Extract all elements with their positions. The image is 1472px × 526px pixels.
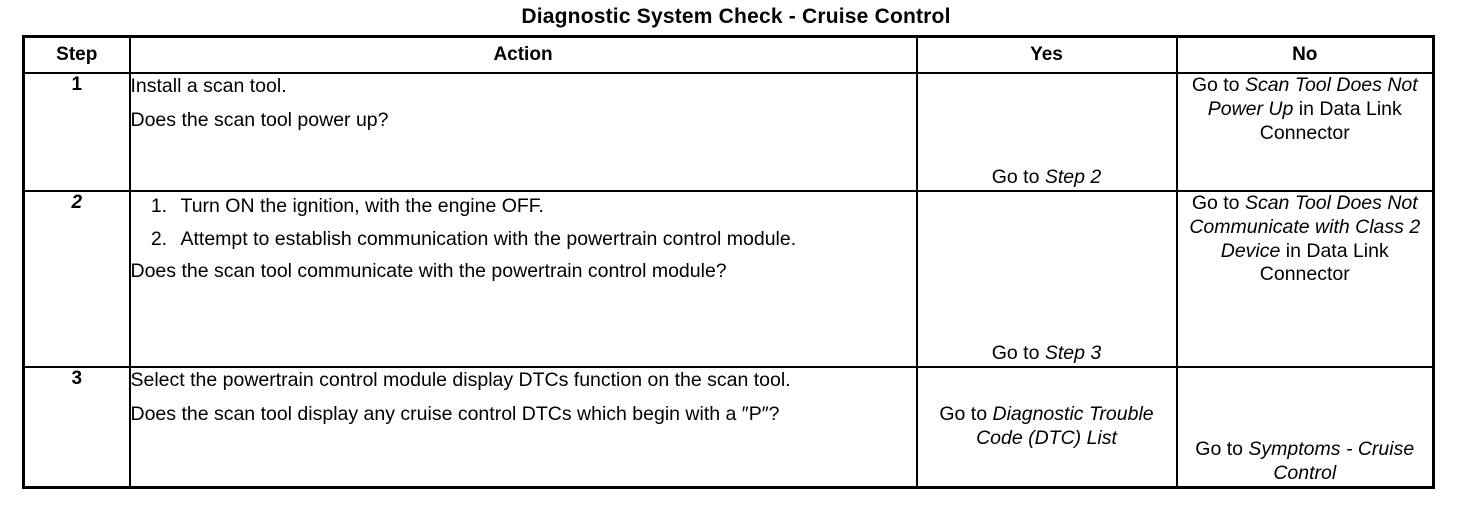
table-row: 1 Install a scan tool. Does the scan too… <box>22 72 1435 193</box>
no-branch-prefix: Go to <box>1195 437 1249 460</box>
action-cell: Turn ON the ignition, with the engine OF… <box>128 190 918 369</box>
no-branch-target: Scan Tool Does Not Communicate with Clas… <box>1189 192 1421 262</box>
step-number-cell: 3 <box>22 366 131 489</box>
no-branch-suffix: in Data Link Connector <box>1259 239 1389 286</box>
no-branch-suffix: in Data Link Connector <box>1259 97 1402 144</box>
step-number-cell: 2 <box>22 190 131 369</box>
action-cell: Select the powertrain control module dis… <box>128 366 918 489</box>
column-header-step: Step <box>22 35 131 75</box>
action-ordered-item: Turn ON the ignition, with the engine OF… <box>173 194 916 219</box>
yes-branch-target: Diagnostic Trouble Code (DTC) List <box>976 403 1154 449</box>
no-branch-target: Symptoms - Cruise Control <box>1248 437 1415 484</box>
column-header-action: Action <box>128 35 918 75</box>
step-number-cell: 1 <box>22 72 131 193</box>
yes-branch-prefix: Go to <box>991 166 1045 189</box>
table-body: 1 Install a scan tool. Does the scan too… <box>22 72 1435 489</box>
page-title: Diagnostic System Check - Cruise Control <box>521 5 951 28</box>
action-line: Does the scan tool power up? <box>130 109 389 132</box>
no-branch-cell: Go to Scan Tool Does Not Power Up in Dat… <box>1175 72 1435 193</box>
action-line: Install a scan tool. <box>130 75 287 98</box>
yes-branch-target: Step 3 <box>1044 342 1102 365</box>
action-ordered-list: Turn ON the ignition, with the engine OF… <box>131 194 916 252</box>
yes-branch-target: Step 2 <box>1044 166 1102 189</box>
header-row: Step Action Yes No <box>22 35 1435 75</box>
yes-branch-cell: Go to Step 3 <box>915 190 1178 369</box>
no-branch-prefix: Go to <box>1191 74 1245 97</box>
table-row: 3 Select the powertrain control module d… <box>22 366 1435 489</box>
column-header-yes: Yes <box>915 35 1178 75</box>
yes-branch-cell: Go to Step 2 <box>915 72 1178 193</box>
action-line: Does the scan tool communicate with the … <box>130 259 727 282</box>
no-branch-cell: Go to Symptoms - Cruise Control <box>1175 366 1435 489</box>
yes-branch-prefix: Go to <box>939 403 993 426</box>
action-line: Does the scan tool display any cruise co… <box>130 403 780 426</box>
no-branch-cell: Go to Scan Tool Does Not Communicate wit… <box>1175 190 1435 369</box>
yes-branch-cell: Go to Diagnostic Trouble Code (DTC) List <box>915 366 1178 489</box>
action-cell: Install a scan tool. Does the scan tool … <box>128 72 918 193</box>
table-row: 2 Turn ON the ignition, with the engine … <box>22 190 1435 369</box>
action-ordered-item: Attempt to establish communication with … <box>173 227 916 252</box>
yes-branch-prefix: Go to <box>991 342 1045 365</box>
no-branch-prefix: Go to <box>1191 192 1245 215</box>
table-header: Step Action Yes No <box>22 35 1435 75</box>
no-branch-target: Scan Tool Does Not Power Up <box>1207 74 1418 120</box>
action-line: Select the powertrain control module dis… <box>130 369 791 392</box>
diagnostic-flow-table: Step Action Yes No 1 Install a scan tool… <box>22 35 1435 489</box>
column-header-no: No <box>1175 35 1435 75</box>
